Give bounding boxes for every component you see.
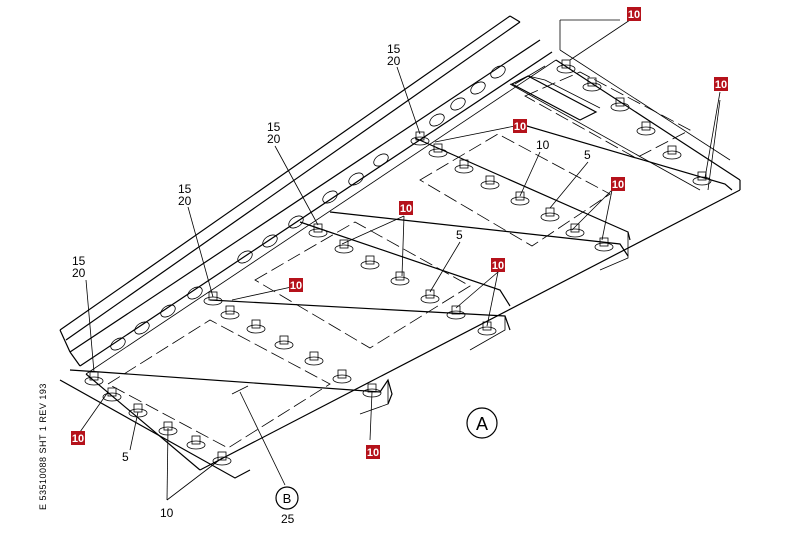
nutplate: [360, 255, 380, 270]
callout-25: 25: [281, 512, 295, 526]
highlight-tag-label: 10: [612, 179, 624, 191]
nutplate: [446, 305, 466, 320]
highlight-tag-label: 10: [514, 121, 526, 133]
sheet-identifier: E 53510088 SHT 1 REV 193: [38, 383, 48, 510]
nutplate: [662, 145, 682, 160]
beam-holes: [110, 65, 506, 351]
nutplate: [308, 223, 328, 238]
callout-15: 15: [387, 42, 401, 56]
nutplate: [540, 207, 560, 222]
highlight-tag-label: 10: [628, 9, 640, 21]
highlight-tag-10: 10: [714, 77, 728, 91]
nutplate: [186, 435, 206, 450]
nutplate: [510, 191, 530, 206]
highlight-tag-label: 10: [400, 203, 412, 215]
nutplate: [203, 291, 223, 306]
highlight-tag-10: 10: [611, 177, 625, 191]
leader-lines: [79, 19, 721, 501]
callout-5: 5: [122, 450, 129, 464]
nutplate: [128, 403, 148, 418]
nutplate: [692, 171, 712, 186]
callout-5: 5: [584, 148, 591, 162]
nutplate: [212, 451, 232, 466]
nutplate: [332, 369, 352, 384]
view-a-marker: A: [466, 407, 498, 439]
stiffener-angles: [59, 123, 733, 479]
highlight-tags: 10 10 10 10 10 10 10 10 10: [71, 7, 728, 459]
callout-10: 10: [160, 506, 174, 520]
callout-20: 20: [72, 266, 86, 280]
callout-15: 15: [267, 120, 281, 134]
highlight-tag-label: 10: [492, 260, 504, 272]
nutplate: [556, 59, 576, 74]
nutplate: [594, 237, 614, 252]
nutplate: [304, 351, 324, 366]
nutplate: [220, 305, 240, 320]
nutplate: [480, 175, 500, 190]
highlight-tag-10: 10: [71, 431, 85, 445]
highlight-tag-10: 10: [627, 7, 641, 21]
nutplate: [410, 131, 430, 146]
nutplates: [84, 59, 712, 466]
callout-labels: 15 20 15 20 15 20 15 20 10 5 5 5 10 25: [72, 42, 591, 526]
highlight-tag-label: 10: [367, 447, 379, 459]
view-a-label: A: [476, 414, 488, 434]
fitting-cutout: [510, 75, 601, 121]
nutplate: [610, 97, 630, 112]
highlight-tag-10: 10: [491, 258, 505, 272]
highlight-tag-label: 10: [715, 79, 727, 91]
nutplate: [428, 143, 448, 158]
nutplate: [334, 239, 354, 254]
callout-10: 10: [536, 138, 550, 152]
highlight-tag-10: 10: [399, 201, 413, 215]
nutplate: [454, 159, 474, 174]
panel-outline: [85, 19, 741, 471]
nutplate: [477, 321, 497, 336]
view-b-label: B: [283, 491, 292, 506]
nutplate: [274, 335, 294, 350]
nutplate: [565, 223, 585, 238]
highlight-tag-10: 10: [366, 445, 380, 459]
callout-15: 15: [72, 254, 86, 268]
callout-5: 5: [456, 228, 463, 242]
bay-outlines: [107, 71, 691, 449]
highlight-tag-label: 10: [290, 280, 302, 292]
callout-20: 20: [267, 132, 281, 146]
nutplate: [582, 77, 602, 92]
nutplate: [420, 289, 440, 304]
callout-20: 20: [387, 54, 401, 68]
callout-20: 20: [178, 194, 192, 208]
callout-15: 15: [178, 182, 192, 196]
nutplate: [390, 271, 410, 286]
nutplate: [246, 319, 266, 334]
nutplate: [84, 371, 104, 386]
view-b-marker: B: [275, 486, 299, 510]
highlight-tag-10: 10: [289, 278, 303, 292]
highlight-tag-10: 10: [513, 119, 527, 133]
highlight-tag-label: 10: [72, 433, 84, 445]
spar-beam: [59, 15, 557, 375]
nutplate: [636, 121, 656, 136]
